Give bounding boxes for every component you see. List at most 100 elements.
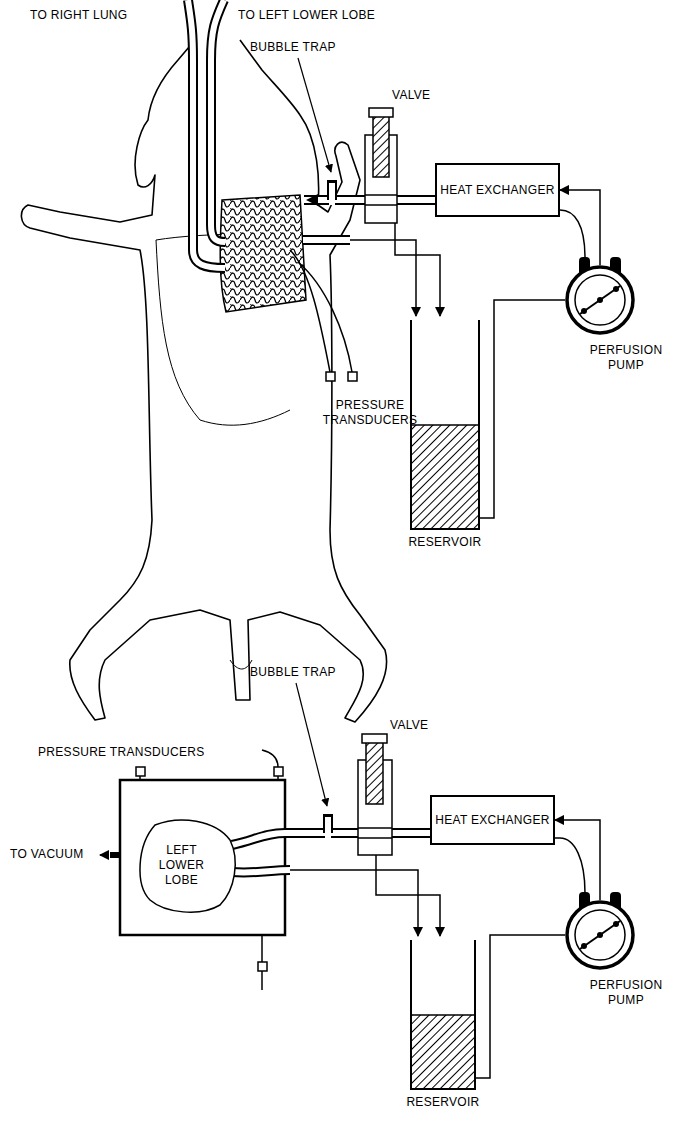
pressure-transducer	[326, 372, 335, 381]
tracheal-tube	[188, 0, 225, 268]
part-label: BUBBLE TRAP	[250, 40, 336, 55]
reservoir-fluid	[412, 425, 478, 528]
pump-line	[550, 210, 585, 258]
part-label: PERFUSION PUMP	[583, 343, 669, 373]
dog-outline	[21, 40, 386, 722]
pump-rotor	[597, 932, 603, 938]
valve	[373, 115, 389, 177]
perfusion-pipe	[325, 817, 331, 838]
dog-outline	[21, 40, 386, 722]
perfusion-pump: PERFUSION PUMP	[565, 265, 635, 335]
valve	[366, 742, 383, 804]
lobe-outline	[140, 820, 235, 912]
perfusion-pipe	[232, 814, 440, 936]
leader-line	[298, 58, 331, 172]
perfusion-pipe	[232, 870, 290, 873]
pressure-transducer	[136, 750, 283, 990]
pump-rotor	[613, 921, 619, 927]
pump-rotor	[580, 286, 620, 314]
reservoir-vessel	[411, 940, 475, 1089]
pump-housing	[575, 910, 625, 960]
flow-line	[480, 300, 565, 518]
pressure-transducer	[261, 935, 263, 962]
dog-outline	[230, 660, 252, 669]
perfusion-pipe	[232, 870, 290, 873]
pump-line	[545, 838, 585, 893]
pump-housing	[567, 267, 633, 333]
tracheal-tube	[188, 0, 225, 268]
part-label: RESERVOIR	[388, 1095, 498, 1110]
pressure-transducer	[136, 767, 145, 776]
perfusion-pipe	[376, 855, 440, 936]
lobe-chamber	[110, 852, 120, 858]
part-label: TO RIGHT LUNG	[30, 8, 127, 23]
pressure-transducer	[262, 750, 278, 767]
valve	[358, 827, 392, 829]
lobe-chamber	[120, 780, 285, 935]
reservoir-fluid	[412, 424, 478, 426]
valve	[358, 734, 392, 855]
box-label: HEAT EXCHANGER	[440, 183, 554, 198]
reservoir-vessel	[410, 940, 476, 1090]
lung-lobe: LEFT LOWER LOBE	[135, 815, 240, 915]
part-label: PERFUSION PUMP	[583, 978, 669, 1008]
valve	[369, 108, 393, 117]
pressure-transducer	[261, 971, 263, 990]
pump-housing	[567, 902, 633, 968]
part-label: RESERVOIR	[390, 535, 500, 550]
perfusion-pipe	[303, 237, 350, 243]
valve	[365, 108, 397, 223]
pump-rotor	[581, 943, 587, 949]
pump-line	[545, 838, 585, 893]
leader-line	[298, 58, 331, 172]
pump-line	[550, 210, 585, 258]
lobe-chamber	[100, 780, 285, 935]
valve	[365, 194, 397, 196]
pressure-transducer	[274, 767, 283, 776]
pressure-transducer	[348, 372, 357, 381]
reservoir-fluid	[412, 1014, 474, 1016]
perfusion-pipe	[303, 235, 350, 245]
valve	[358, 837, 392, 839]
reservoir: RESERVOIR	[410, 940, 476, 1090]
lobe-chamber	[100, 854, 108, 856]
reservoir-vessel	[410, 320, 480, 530]
part-label: BUBBLE TRAP	[250, 665, 336, 680]
reservoir-vessel	[411, 320, 479, 529]
pump-rotor	[597, 297, 603, 303]
part-label: VALVE	[390, 718, 428, 733]
part-label: PRESSURE TRANSDUCERS	[38, 745, 204, 760]
lobe-label: LEFT LOWER LOBE	[155, 843, 209, 888]
perfusion-pipe	[395, 223, 440, 316]
heat-exchanger-box: HEAT EXCHANGER	[435, 163, 560, 217]
pump-rotor	[613, 286, 619, 292]
pump-rotor	[581, 308, 587, 314]
flow-line	[476, 935, 565, 1078]
reservoir: RESERVOIR	[410, 320, 480, 530]
part-label: VALVE	[392, 88, 430, 103]
reservoir-fluid	[412, 1015, 474, 1088]
perfusion-pipe	[290, 870, 418, 936]
perfusion-pipe	[350, 240, 416, 316]
pump-rotor	[580, 921, 620, 949]
heat-exchanger-box: HEAT EXCHANGER	[430, 795, 555, 845]
perfusion-pipe	[298, 262, 352, 372]
pressure-transducer	[258, 962, 267, 971]
pressure-transducer	[326, 372, 357, 381]
pump-symbol	[565, 265, 635, 335]
part-label: TO LEFT LOWER LOBE	[238, 8, 375, 23]
valve	[365, 204, 397, 206]
tracheal-tube	[211, 0, 225, 242]
flow-line	[555, 820, 600, 900]
box-label: HEAT EXCHANGER	[435, 813, 549, 828]
part-label: PRESSURE TRANSDUCERS	[300, 398, 440, 428]
pump-housing	[575, 275, 625, 325]
perfusion-pipe	[290, 250, 330, 372]
perfusion-pump: PERFUSION PUMP	[565, 900, 635, 970]
leader-line	[296, 683, 327, 806]
tracheal-tube	[211, 0, 225, 242]
tracheal-tube	[188, 0, 225, 268]
leader-line	[296, 683, 327, 806]
valve	[362, 734, 387, 743]
